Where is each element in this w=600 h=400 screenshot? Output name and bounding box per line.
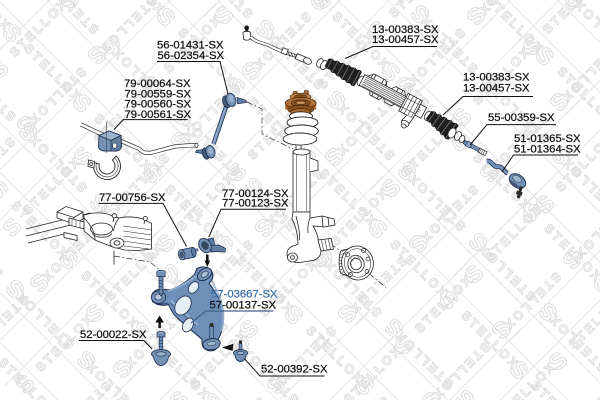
svg-text:13-00383-SX: 13-00383-SX <box>372 24 439 36</box>
svg-text:13-00457-SX: 13-00457-SX <box>463 83 530 95</box>
svg-text:52-00022-SX: 52-00022-SX <box>80 329 147 341</box>
svg-text:77-00756-SX: 77-00756-SX <box>99 192 166 204</box>
svg-text:79-00064-SX: 79-00064-SX <box>124 78 191 90</box>
svg-text:51-01364-SX: 51-01364-SX <box>514 143 581 155</box>
svg-text:13-00457-SX: 13-00457-SX <box>372 34 439 46</box>
svg-text:56-02354-SX: 56-02354-SX <box>158 50 225 62</box>
svg-text:56-01431-SX: 56-01431-SX <box>157 40 224 52</box>
svg-text:57-03667-SX: 57-03667-SX <box>211 289 278 301</box>
svg-text:77-00123-SX: 77-00123-SX <box>222 198 289 210</box>
svg-text:57-00137-SX: 57-00137-SX <box>210 300 277 312</box>
svg-text:79-00561-SX: 79-00561-SX <box>125 109 192 121</box>
svg-text:13-00383-SX: 13-00383-SX <box>463 72 530 84</box>
svg-text:77-00124-SX: 77-00124-SX <box>222 188 289 200</box>
svg-text:55-00359-SX: 55-00359-SX <box>488 112 555 124</box>
svg-text:79-00560-SX: 79-00560-SX <box>125 98 192 110</box>
svg-text:79-00559-SX: 79-00559-SX <box>125 88 192 100</box>
svg-text:51-01365-SX: 51-01365-SX <box>514 133 581 145</box>
svg-text:52-00392-SX: 52-00392-SX <box>261 363 328 375</box>
